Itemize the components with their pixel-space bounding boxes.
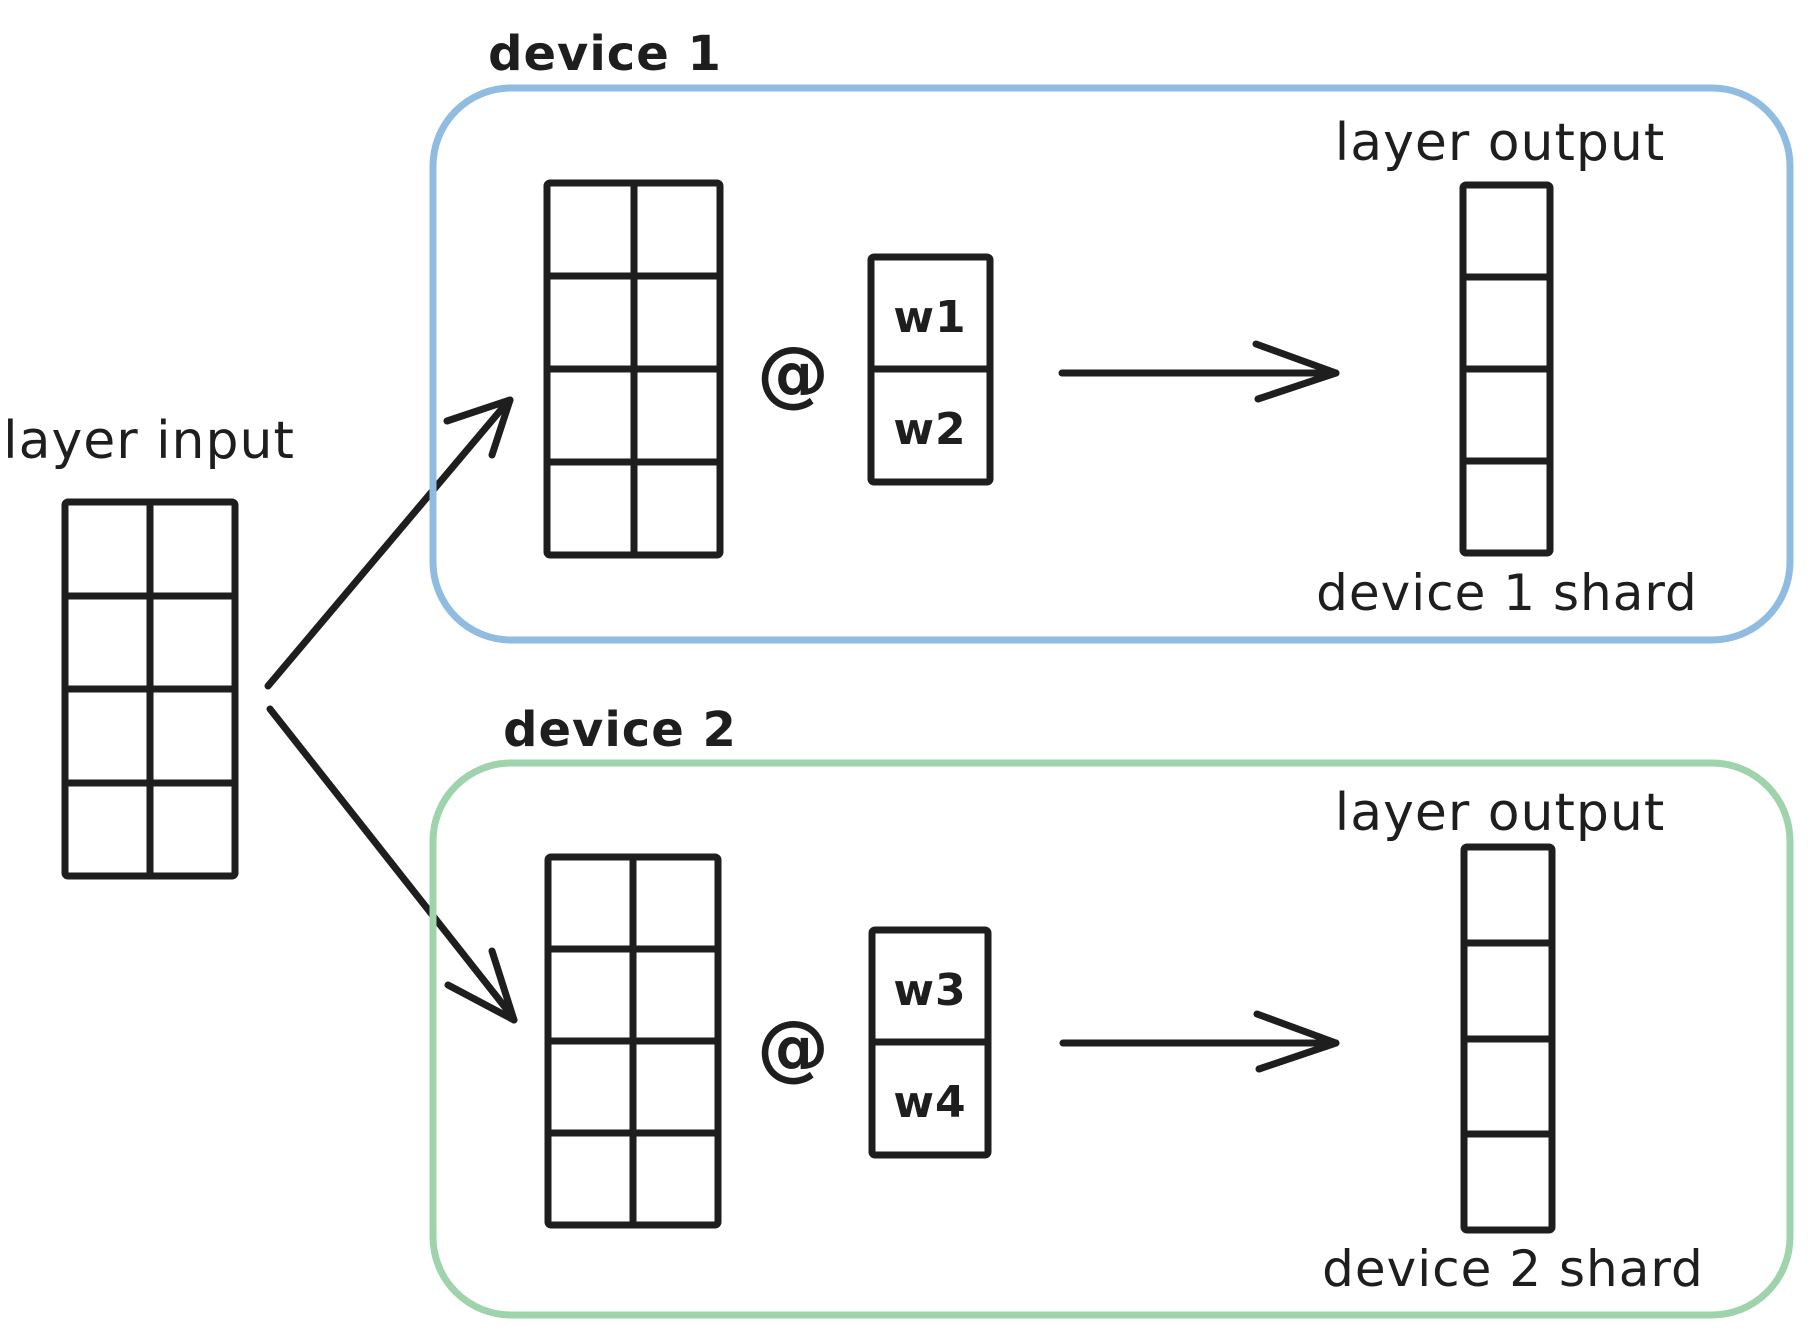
arrow-head-barb <box>1254 369 1340 403</box>
device2-output-vector <box>1460 843 1556 1234</box>
arrow-head-barb <box>1255 1039 1340 1073</box>
device2-matmul-operator: @ <box>757 1005 829 1089</box>
layer-input-matrix <box>61 498 239 880</box>
device1-label: device 1 <box>488 26 722 82</box>
layer-input-label: layer input <box>3 411 295 471</box>
device2-label: device 2 <box>503 702 737 758</box>
device1-weight-matrix: w1 w2 <box>867 253 994 486</box>
arrow-head-barb <box>488 396 514 459</box>
device1-matmul-operator: @ <box>757 331 829 415</box>
device2-weight-w4-label: w4 <box>893 1077 966 1128</box>
device2-weight-w3-label: w3 <box>893 965 966 1016</box>
device1-input-matrix <box>543 179 724 559</box>
arrow-head-barb <box>443 396 514 425</box>
device2-shard-caption: device 2 shard <box>1322 1240 1704 1298</box>
arrow-shaft <box>266 705 516 1020</box>
device2-result-arrow <box>1059 1010 1340 1073</box>
arrow-head-barb <box>1253 1010 1340 1047</box>
arrow-shaft <box>264 401 509 690</box>
device2-output-title: layer output <box>1335 783 1666 843</box>
device1-weight-w2-label: w2 <box>893 404 966 455</box>
arrow-input-to-device1 <box>264 396 514 690</box>
device2-weight-matrix: w3 w4 <box>868 926 992 1159</box>
arrow-head-barb <box>488 947 518 1024</box>
device1-result-arrow <box>1058 340 1340 403</box>
device1-box <box>429 84 1794 644</box>
device2-input-matrix <box>544 853 722 1229</box>
device1-shard-caption: device 1 shard <box>1316 564 1698 622</box>
arrow-head-barb <box>1252 340 1340 377</box>
arrow-input-to-device2 <box>266 705 518 1024</box>
device2-box <box>429 759 1794 1319</box>
arrow-head-barb <box>444 981 518 1024</box>
device1-output-vector <box>1459 181 1554 557</box>
device1-output-title: layer output <box>1335 113 1666 173</box>
device1-weight-w1-label: w1 <box>893 292 966 343</box>
